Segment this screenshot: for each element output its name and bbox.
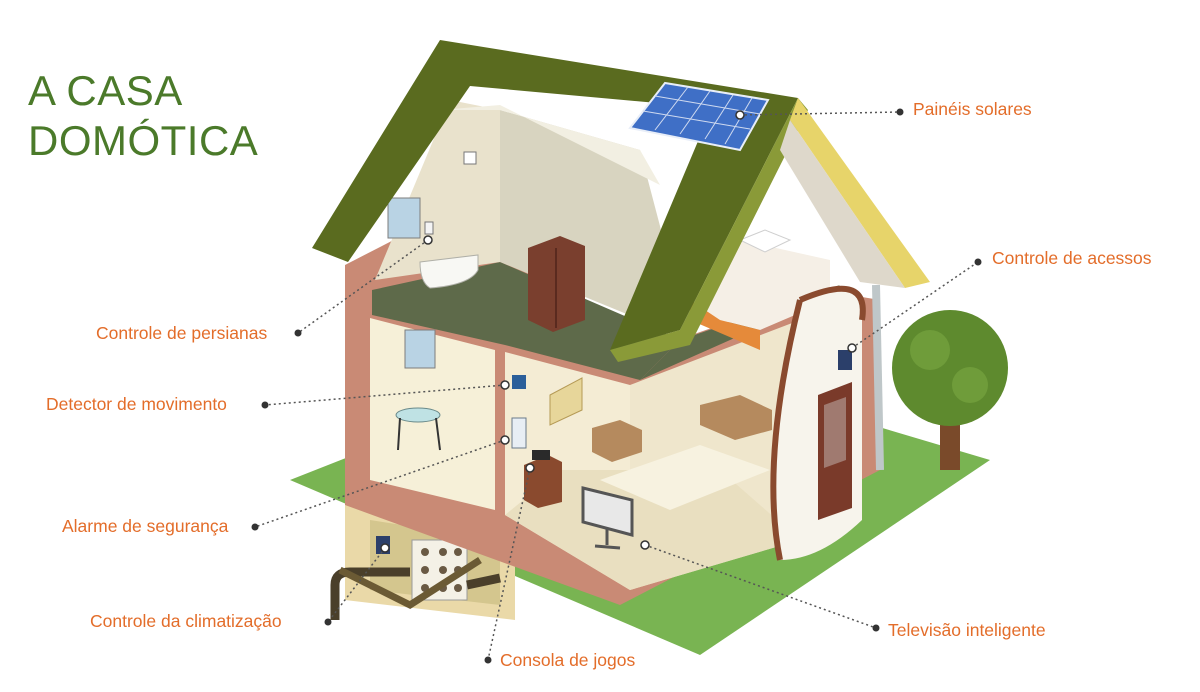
label-motion-detector: Detector de movimento bbox=[46, 394, 227, 415]
label-access-control: Controle de acessos bbox=[992, 248, 1152, 269]
label-game-console: Consola de jogos bbox=[500, 650, 635, 671]
label-solar-panels: Painéis solares bbox=[913, 99, 1032, 120]
upper-window bbox=[388, 198, 420, 238]
label-smart-tv: Televisão inteligente bbox=[888, 620, 1046, 641]
game-console-device bbox=[532, 450, 550, 460]
label-blinds-control: Controle de persianas bbox=[96, 323, 267, 344]
access-control-device bbox=[838, 350, 852, 370]
label-climate-control: Controle da climatização bbox=[90, 611, 282, 632]
round-table bbox=[396, 408, 440, 422]
ceiling-sensor bbox=[464, 152, 476, 164]
tree-crown bbox=[892, 310, 1008, 426]
downspout bbox=[876, 285, 880, 470]
blinds-control-device bbox=[425, 222, 433, 234]
ground-window bbox=[405, 330, 435, 368]
alarm-panel-device bbox=[512, 418, 526, 448]
motion-detector-device bbox=[512, 375, 526, 389]
label-security-alarm: Alarme de segurança bbox=[62, 516, 228, 537]
console-cabinet bbox=[524, 455, 562, 508]
